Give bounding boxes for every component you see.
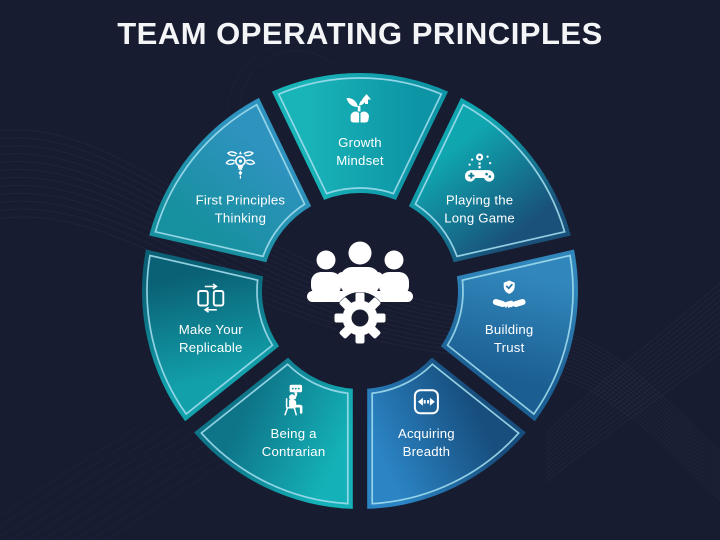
wave-line xyxy=(544,323,720,463)
wave-line xyxy=(551,339,720,466)
segment-make-your-replicable xyxy=(141,249,280,422)
wave-line xyxy=(544,282,720,435)
wave-line xyxy=(544,340,720,475)
wave-line xyxy=(551,367,720,494)
wave-line xyxy=(551,359,720,486)
wave-line xyxy=(25,424,205,540)
wave-line xyxy=(544,288,720,439)
segment-outline-building-trust xyxy=(446,254,574,416)
game-controller-icon xyxy=(464,153,495,182)
wave-line xyxy=(551,363,720,490)
wave-line xyxy=(544,334,720,471)
segment-building-trust xyxy=(440,249,579,422)
segment-outline-acquiring-breadth xyxy=(371,363,520,505)
wave-line xyxy=(0,200,526,352)
wave-line xyxy=(544,300,720,447)
background-waves xyxy=(0,41,720,540)
wave-line xyxy=(544,352,720,483)
wave-line xyxy=(0,424,173,537)
segment-outline-being-a-contrarian xyxy=(200,363,349,505)
wave-line xyxy=(544,329,720,467)
wave-line xyxy=(544,305,720,451)
wave-line xyxy=(57,424,237,540)
wave-line xyxy=(0,192,526,348)
segment-first-principles-thinking xyxy=(149,97,312,263)
wave-line xyxy=(9,424,189,540)
growth-plant-icon xyxy=(346,94,371,123)
wave-line xyxy=(551,371,720,498)
page-title: TEAM OPERATING PRINCIPLES xyxy=(117,16,603,51)
wave-line xyxy=(551,355,720,482)
contrarian-person-icon xyxy=(284,384,303,416)
team-gear-icon xyxy=(307,241,413,344)
wave-line xyxy=(551,351,720,478)
wave-line xyxy=(41,424,221,540)
replicate-sync-icon xyxy=(197,283,225,313)
wave-line xyxy=(0,184,526,344)
wave-line xyxy=(544,317,720,459)
wave-line xyxy=(0,424,157,527)
breadth-arrows-icon xyxy=(413,389,439,415)
wave-line xyxy=(544,294,720,443)
wave-line xyxy=(544,311,720,455)
wave-line xyxy=(0,424,141,517)
segment-outline-playing-the-long-game xyxy=(414,103,566,258)
wave-line xyxy=(551,347,720,474)
wave-line xyxy=(551,343,720,470)
segment-outline-first-principles-thinking xyxy=(154,103,306,258)
wave-line xyxy=(551,335,720,462)
segment-being-a-contrarian xyxy=(194,357,353,509)
first-principles-emblem-icon xyxy=(225,151,256,179)
segment-outline-make-your-replicable xyxy=(146,254,274,416)
wave-line xyxy=(551,327,720,454)
segment-acquiring-breadth xyxy=(367,357,526,509)
segment-outline-growth-mindset xyxy=(277,77,443,195)
wave-line xyxy=(551,331,720,458)
segment-growth-mindset xyxy=(271,72,449,200)
wave-line xyxy=(551,375,720,502)
wave-line xyxy=(544,346,720,479)
trust-handshake-icon xyxy=(492,280,526,309)
